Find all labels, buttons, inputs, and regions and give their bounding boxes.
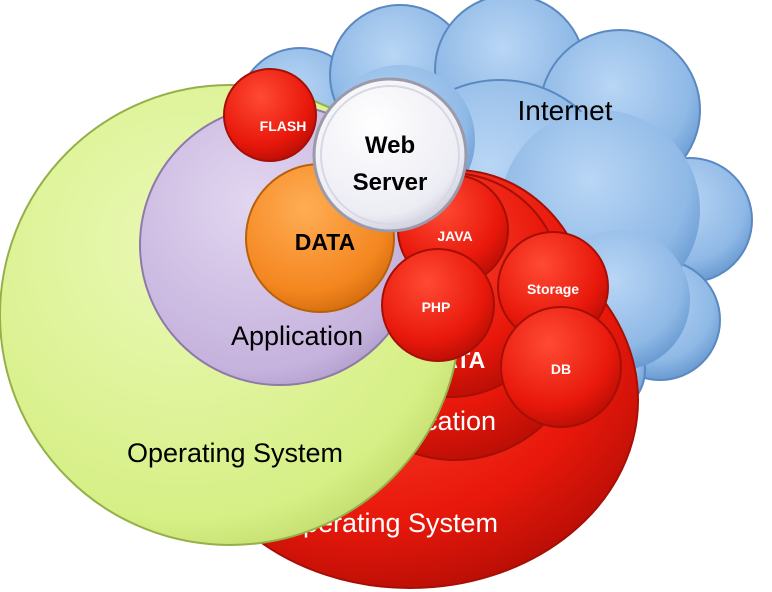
java-label: JAVA xyxy=(437,228,472,244)
db-node xyxy=(500,306,622,428)
internet-label: Internet xyxy=(518,95,613,126)
web-server-ring xyxy=(320,85,460,225)
flash-node xyxy=(223,68,317,162)
orange-data-label: DATA xyxy=(295,229,355,255)
green-os-label: Operating System xyxy=(127,438,343,468)
web-server-node xyxy=(312,77,468,233)
php-label: PHP xyxy=(422,299,451,315)
web-server-label-line1: Web xyxy=(365,132,415,159)
storage-label: Storage xyxy=(527,281,579,297)
php-node xyxy=(381,248,495,362)
purple-application-label: Application xyxy=(231,321,363,351)
flash-label: FLASH xyxy=(260,118,307,134)
db-label: DB xyxy=(551,361,571,377)
web-server-label-line2: Server xyxy=(353,169,428,196)
